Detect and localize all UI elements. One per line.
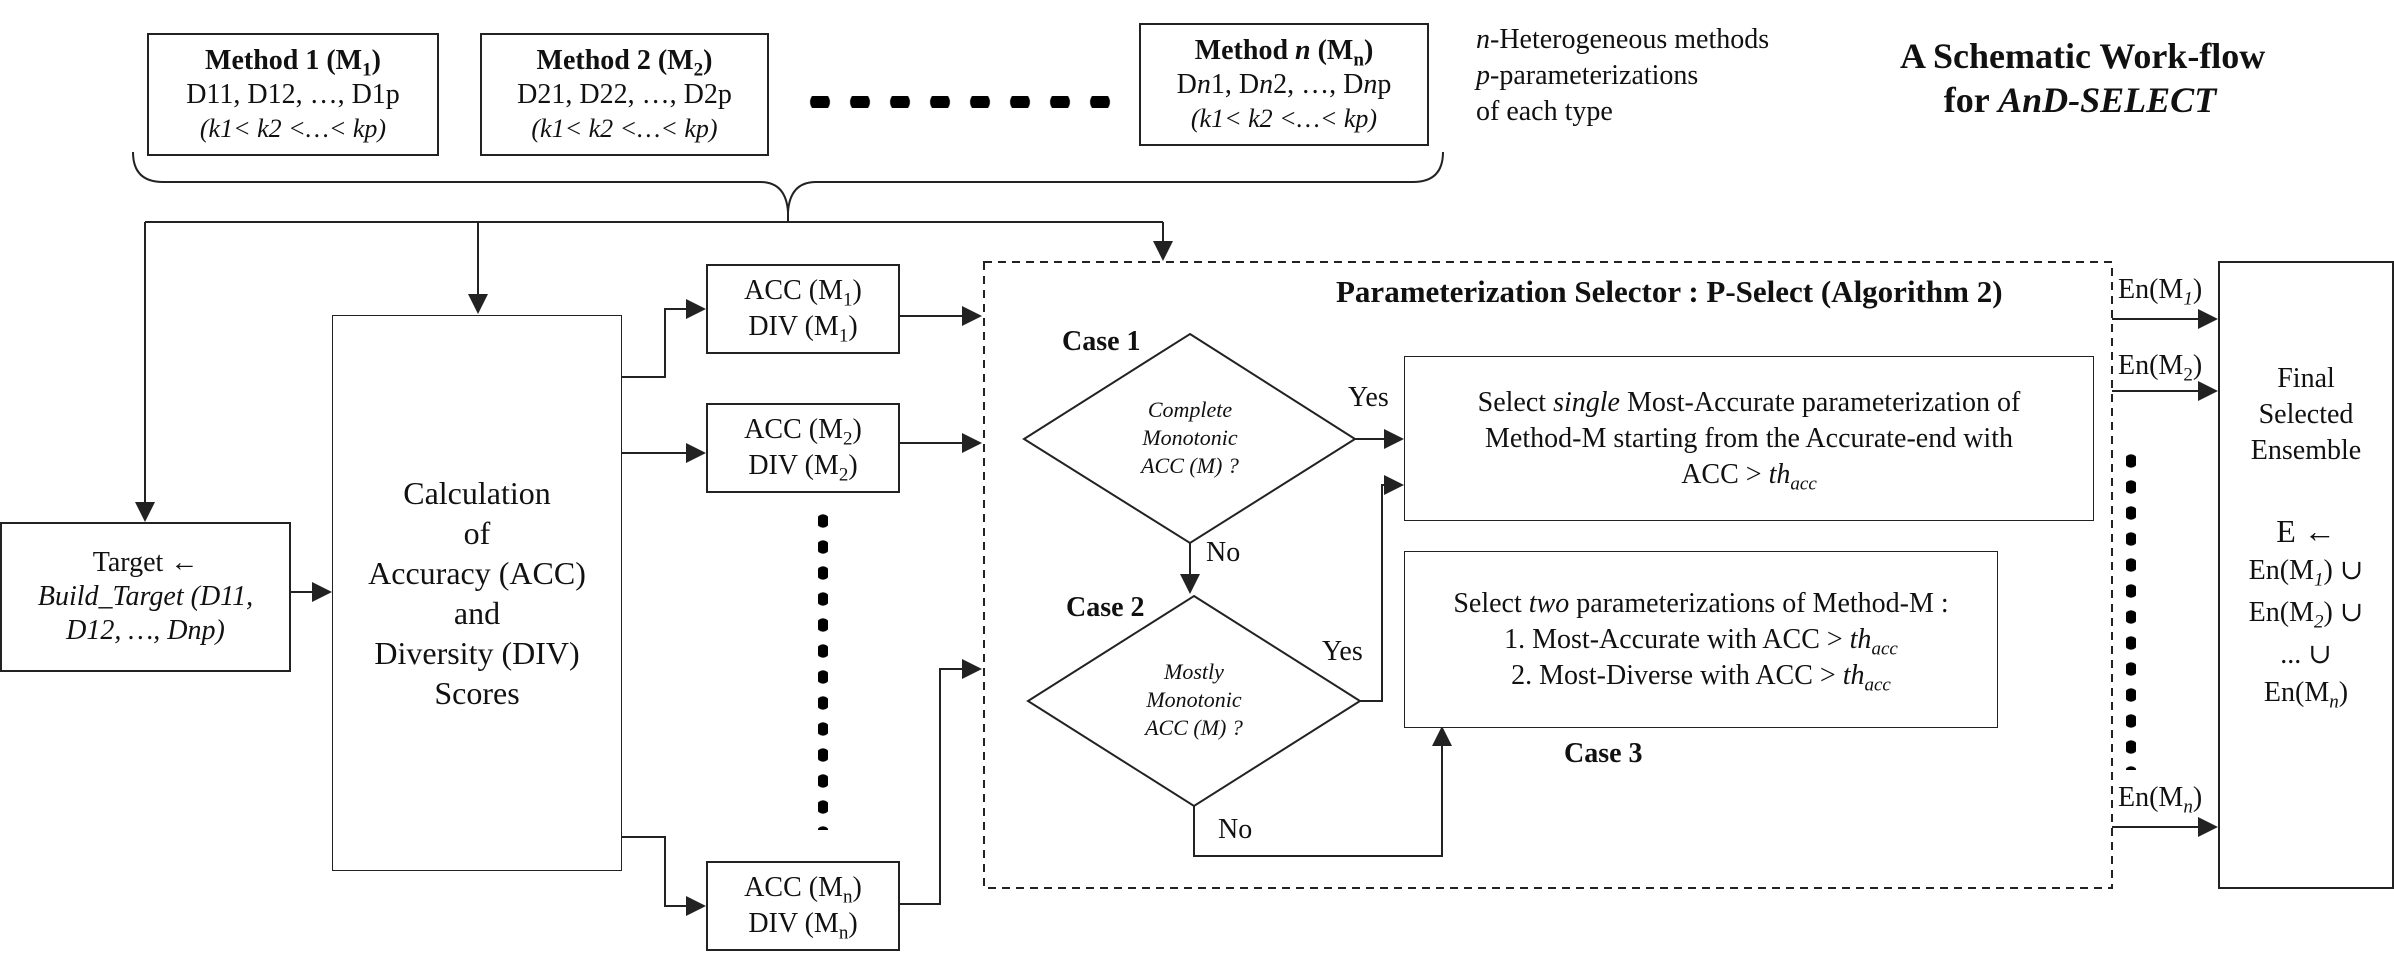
target-line1: Target ← [92,547,199,578]
single-line1: Select single Most-Accurate parameteriza… [1477,386,2021,418]
ellipsis-dots [800,96,1120,108]
outputs-ellipsis [2126,448,2136,770]
legend-text: n-Heterogeneous methods p-parameterizati… [1476,22,1769,130]
method-2-title: Method 2 (M2) [536,44,713,81]
calc-line-3: Accuracy (ACC) [368,555,586,591]
final-row-4: En(Mn) [2263,677,2349,713]
method-n-order: (k1< k2 <…< kp) [1190,103,1378,133]
diamond1-line1: Complete [1147,397,1233,422]
final-row-1: En(M1) ∪ [2248,555,2364,591]
scores-ellipsis [818,508,828,830]
acc-m1: ACC (M1) [744,275,862,311]
calc-line-1: Calculation [403,475,551,511]
output-m1: En(M1) [2118,274,2203,310]
final-title-3: Ensemble [2250,435,2362,466]
method-brace [132,151,1444,213]
calc-line-6: Scores [434,675,520,711]
score-box-mn: ACC (Mn) DIV (Mn) [706,861,900,951]
yes-label-1: Yes [1348,382,1389,413]
calc-line-4: and [453,595,501,631]
no-label-2: No [1218,814,1253,845]
score-box-m2: ACC (M2) DIV (M2) [706,403,900,493]
case3-label: Case 3 [1564,738,1643,769]
div-m1: DIV (M1) [748,311,858,347]
selector-title: Parameterization Selector : P-Select (Al… [1336,274,2003,309]
legend-line2: p-parameterizations [1476,60,1699,91]
diamond2-line3: ACC (M) ? [1145,715,1243,740]
final-title-1: Final [2277,363,2335,394]
score-box-m1: ACC (M1) DIV (M1) [706,264,900,354]
legend-line3: of each type [1476,96,1613,127]
diamond2-text: Mostly Monotonic ACC (M) ? [1094,658,1294,742]
method-n-box: Method n (Mn) Dn1, Dn2, …, Dnp (k1< k2 <… [1139,23,1429,146]
title-line2: for AnD-SELECT [1943,80,2217,120]
final-title-2: Selected [2258,399,2354,430]
target-box: Target ← Build_Target (D11, D12, …, Dnp) [0,522,291,672]
calc-line-2: of [463,515,491,551]
diamond2-line1: Mostly [1164,659,1224,684]
two-line3: 2. Most-Diverse with ACC > thacc [1511,659,1891,696]
method-1-items: D11, D12, …, D1p [186,78,400,110]
method-n-items: Dn1, Dn2, …, Dnp [1176,68,1392,100]
final-row-2: En(M2) ∪ [2248,597,2364,633]
final-row-3: ... ∪ [2280,639,2332,670]
diagram-title: A Schematic Work-flow for AnD-SELECT [1900,34,2266,122]
acc-mn: ACC (Mn) [744,872,862,908]
single-line2: Method-M starting from the Accurate-end … [1485,422,2013,454]
target-line2: Build_Target (D11, [37,581,254,612]
final-ensemble-box: Final Selected Ensemble E ← En(M1) ∪ En(… [2218,261,2394,889]
output-m2: En(M2) [2118,350,2203,386]
single-line3: ACC > thacc [1681,458,1817,495]
method-2-box: Method 2 (M2) D21, D22, …, D2p (k1< k2 <… [480,33,769,156]
single-select-box: Select single Most-Accurate parameteriza… [1404,356,2094,521]
method-2-items: D21, D22, …, D2p [517,78,732,110]
decision-diamond-case1 [1022,332,1357,545]
title-line1: A Schematic Work-flow [1900,36,2266,76]
two-select-box: Select two parameterizations of Method-M… [1404,551,1998,728]
output-mn: En(Mn) [2118,782,2203,818]
method-1-order: (k1< k2 <…< kp) [199,113,387,143]
decision-diamond-case2 [1026,594,1362,808]
case1-label: Case 1 [1062,326,1141,357]
method-n-title: Method n (Mn) [1194,34,1374,71]
method-2-order: (k1< k2 <…< kp) [531,113,718,143]
final-e: E ← [2276,513,2336,549]
no-label-1: No [1206,537,1241,568]
div-m2: DIV (M2) [748,450,858,486]
yes-label-2: Yes [1322,636,1363,667]
p-select-region [983,261,2113,889]
calculation-box: Calculation of Accuracy (ACC) and Divers… [332,315,622,871]
acc-m2: ACC (M2) [744,414,862,450]
calc-line-5: Diversity (DIV) [374,635,580,671]
diamond1-line3: ACC (M) ? [1141,453,1239,478]
diamond1-line2: Monotonic [1142,425,1238,450]
legend-line1: n-Heterogeneous methods [1476,24,1770,55]
target-line3: D12, …, Dnp) [66,615,225,646]
two-line2: 1. Most-Accurate with ACC > thacc [1504,623,1898,660]
case2-label: Case 2 [1066,592,1145,623]
diamond1-text: Complete Monotonic ACC (M) ? [1090,396,1290,480]
method-1-box: Method 1 (M1) D11, D12, …, D1p (k1< k2 <… [147,33,439,156]
method-1-title: Method 1 (M1) [205,44,381,81]
div-mn: DIV (Mn) [748,908,858,944]
two-line1: Select two parameterizations of Method-M… [1453,587,1949,619]
diamond2-line2: Monotonic [1146,687,1242,712]
